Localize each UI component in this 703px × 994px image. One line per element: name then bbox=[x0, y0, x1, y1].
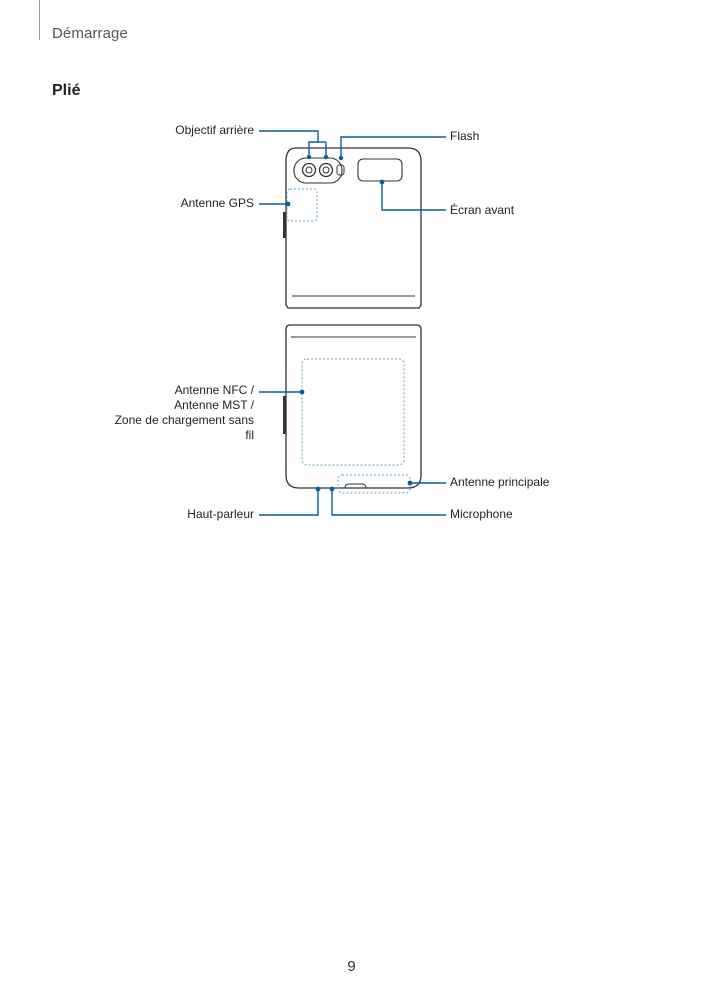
rear-camera-lens-1 bbox=[301, 162, 317, 178]
header-section-title: Démarrage bbox=[52, 25, 128, 42]
label-nfc-line-4: fil bbox=[245, 428, 254, 442]
main-antenna-zone bbox=[337, 474, 411, 494]
label-flash: Flash bbox=[450, 129, 480, 143]
phone-bottom-half bbox=[283, 324, 422, 489]
gps-antenna-zone bbox=[286, 188, 318, 222]
label-nfc-line-1: Antenne NFC / bbox=[174, 383, 254, 397]
label-main-antenna: Antenne principale bbox=[450, 475, 550, 489]
label-nfc-mst-wireless-charging: Antenne NFC / Antenne MST / Zone de char… bbox=[104, 383, 254, 443]
cover-screen-window bbox=[357, 158, 403, 182]
label-microphone: Microphone bbox=[450, 507, 513, 521]
callout-cover-screen bbox=[381, 181, 446, 211]
label-rear-camera: Objectif arrière bbox=[175, 123, 254, 137]
header-rule bbox=[39, 0, 40, 40]
label-nfc-line-2: Antenne MST / bbox=[174, 398, 254, 412]
label-gps-antenna: Antenne GPS bbox=[180, 196, 254, 210]
phone-top-outline bbox=[285, 147, 422, 309]
label-nfc-line-3: Zone de chargement sans bbox=[114, 413, 254, 427]
side-button-top bbox=[283, 212, 286, 238]
page-number: 9 bbox=[347, 958, 356, 975]
callout-microphone bbox=[331, 488, 446, 516]
side-button-bottom bbox=[283, 396, 286, 434]
usb-port bbox=[344, 483, 367, 489]
phone-top-half bbox=[283, 147, 422, 309]
phone-bottom-outline bbox=[285, 324, 422, 489]
page-section-title: Plié bbox=[52, 82, 81, 99]
callout-flash bbox=[340, 136, 446, 158]
flash-window bbox=[336, 164, 345, 176]
rear-camera-lens-2 bbox=[318, 162, 334, 178]
camera-bar bbox=[293, 157, 343, 184]
callout-dots bbox=[285, 154, 413, 492]
label-cover-screen: Écran avant bbox=[450, 203, 515, 217]
nfc-wireless-charging-zone bbox=[301, 358, 405, 466]
callout-lines bbox=[259, 130, 446, 516]
callout-speaker bbox=[259, 488, 319, 516]
label-speaker: Haut-parleur bbox=[187, 507, 254, 521]
